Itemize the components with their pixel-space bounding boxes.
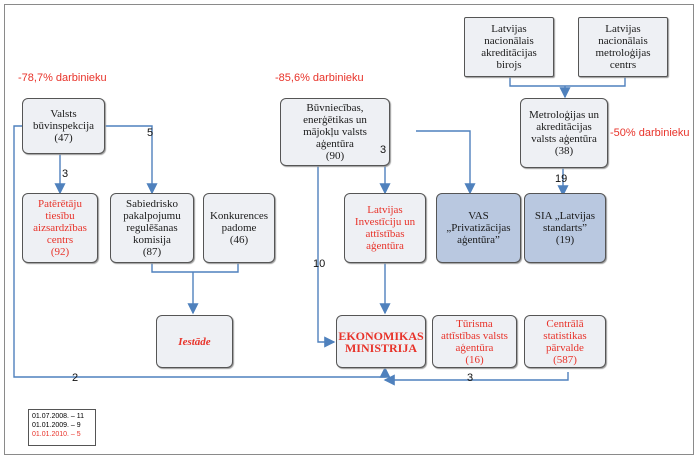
arrow-count-3-liaa: 3 [380, 144, 387, 156]
box-sprk: Sabiedrisko pakalpojumu regulēšanas komi… [110, 193, 194, 263]
arrow-count-5: 5 [147, 127, 154, 139]
box-kp: Konkurences padome (46) [203, 193, 275, 263]
box-ptac: Patērētāju tiesību aizsardzības centrs (… [22, 193, 98, 263]
legend-line-2: 01.01.2009. – 9 [32, 422, 81, 429]
arrow-count-2: 2 [72, 372, 79, 384]
arrow-count-3-bottom: 3 [467, 372, 474, 384]
box-sia: SIA „Latvijas standarts” (19) [524, 193, 606, 263]
label-pct-vbi: -78,7% darbinieku [18, 72, 107, 84]
label-pct-maava: -50% darbinieku [610, 127, 690, 139]
box-bema: Būvniecības, enerģētikas un mājokļu vals… [280, 98, 390, 166]
arrow-count-10: 10 [313, 258, 326, 270]
box-em: EKONOMIKAS MINISTRIJA [336, 315, 426, 368]
box-tava: Tūrisma attīstības valsts aģentūra (16) [432, 315, 517, 368]
box-lnmc: Latvijas nacionālais metroloģijas centrs [578, 17, 668, 77]
arrow-count-3-ptac: 3 [62, 168, 69, 180]
label-pct-bema: -85,6% darbinieku [275, 72, 364, 84]
legend-line-3: 01.01.2010. – 5 [32, 431, 81, 438]
box-vas: VAS „Privatizācijas aģentūra” [436, 193, 521, 263]
legend-line-1: 01.07.2008. – 11 [32, 413, 85, 420]
box-csp: Centrālā statistikas pārvalde (587) [524, 315, 606, 368]
box-iestade: Iestāde [156, 315, 233, 368]
arrow-count-19: 19 [555, 173, 568, 185]
box-lnab: Latvijas nacionālais akreditācijas biroj… [464, 17, 554, 77]
box-liaa: Latvijas Investīciju un attīstības aģent… [344, 193, 426, 263]
box-maava: Metroloģijas un akreditācijas valsts aģe… [520, 98, 608, 168]
box-vbi: Valsts būvinspekcija (47) [22, 98, 105, 154]
diagram-frame [4, 4, 694, 455]
legend: 01.07.2008. – 11 01.01.2009. – 9 01.01.2… [28, 409, 96, 446]
